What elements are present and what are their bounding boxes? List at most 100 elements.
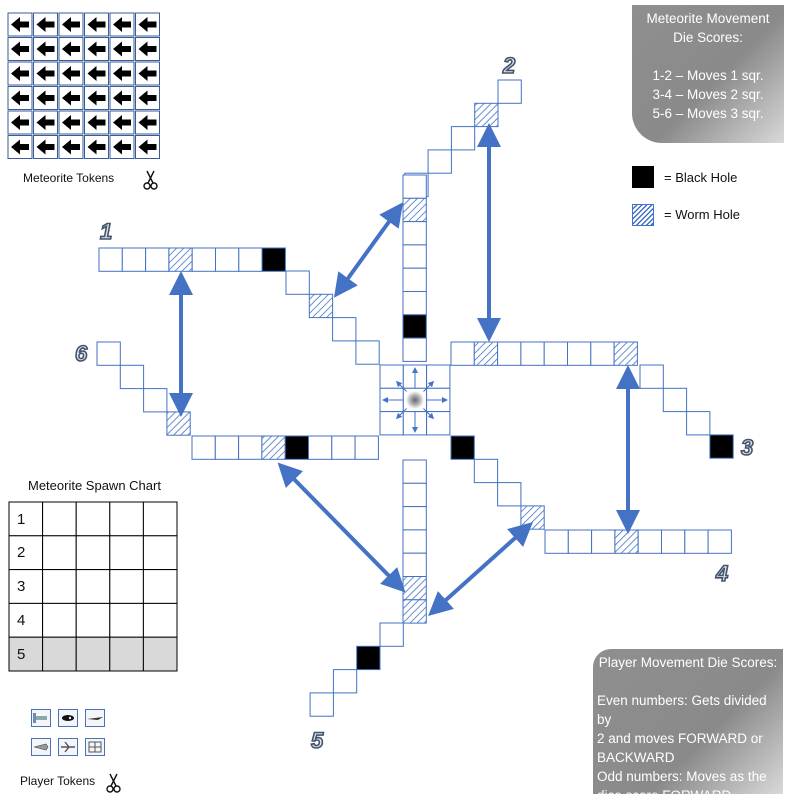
- spawn-chart-cell: [142, 602, 178, 638]
- worm-hole-link-arrow: [277, 462, 406, 593]
- board-square: [119, 364, 145, 390]
- left-arrow-icon: [113, 41, 131, 57]
- spaceship-icon: [85, 709, 105, 727]
- worm-hole-square: [614, 529, 639, 554]
- spawn-direction-arrow: [395, 408, 407, 420]
- path-number-5: 5: [310, 727, 324, 754]
- left-arrow-icon: [138, 90, 157, 106]
- board-square: [520, 341, 545, 366]
- board-square: [543, 341, 569, 366]
- spawn-chart-cell: [109, 569, 144, 604]
- left-arrow-icon: [36, 17, 55, 32]
- left-arrow-icon: [11, 41, 29, 57]
- left-arrow-icon: [62, 17, 80, 32]
- left-arrow-icon: [11, 66, 29, 81]
- spawn-chart-cell: [42, 569, 77, 604]
- black-hole-swatch: [632, 166, 654, 188]
- board-square: [331, 435, 356, 460]
- scissors-icon: [143, 182, 151, 190]
- board-square: [662, 387, 688, 413]
- left-arrow-icon: [36, 90, 55, 106]
- spawn-chart-cell: [142, 501, 178, 537]
- path-number-3: 3: [740, 434, 754, 461]
- player-movement-panel: Player Movement Die Scores: Even numbers…: [593, 649, 783, 803]
- meteorite-movement-panel: Meteorite Movement Die Scores: 1-2 – Mov…: [632, 5, 784, 143]
- spawn-chart-cell: [8, 501, 44, 537]
- left-arrow-icon: [11, 115, 29, 130]
- left-arrow-icon: [87, 41, 106, 57]
- board-square: [354, 435, 379, 460]
- spawn-chart-cell: [109, 602, 144, 638]
- spawn-direction-arrow: [395, 380, 407, 392]
- board-square: [96, 341, 121, 366]
- board-square: [402, 482, 427, 508]
- board-square: [98, 247, 123, 272]
- board-square: [661, 529, 686, 554]
- spawn-chart-cell: [8, 602, 44, 638]
- board-square: [402, 174, 427, 199]
- left-arrow-icon: [87, 90, 106, 106]
- board-square: [191, 435, 216, 460]
- left-arrow-icon: [62, 41, 80, 57]
- left-arrow-icon: [113, 17, 131, 32]
- black-hole-square: [284, 435, 310, 460]
- worm-hole-square: [474, 102, 499, 128]
- spawn-chart-cell: [109, 535, 144, 571]
- board-square: [191, 247, 216, 272]
- player-rule-3: BACKWARD: [597, 750, 675, 765]
- left-arrow-icon: [87, 17, 106, 32]
- left-arrow-icon: [11, 90, 29, 106]
- scissors-icon: [150, 182, 158, 190]
- board-square: [497, 341, 522, 366]
- board-square: [402, 291, 427, 316]
- scissors-icon: [109, 773, 117, 787]
- scissors-icon: [147, 170, 155, 184]
- worm-hole-square: [168, 247, 193, 272]
- left-arrow-icon: [113, 90, 131, 106]
- shuttle-icon: [31, 738, 51, 756]
- board-square: [402, 244, 427, 269]
- board-square: [590, 341, 615, 366]
- spawn-row-4: 4: [17, 612, 26, 629]
- left-arrow-icon: [62, 90, 80, 106]
- path-number-6: 6: [74, 340, 88, 367]
- board-square: [285, 270, 310, 295]
- left-arrow-icon: [113, 139, 131, 155]
- board-square: [591, 529, 616, 554]
- black-hole-square: [709, 434, 734, 459]
- spawn-chart-cell: [75, 501, 111, 537]
- black-hole-square: [450, 435, 475, 460]
- meteorite-tokens-label: Meteorite Tokens: [23, 171, 115, 185]
- board-square: [684, 529, 709, 554]
- board-square: [402, 267, 427, 293]
- black-hole-square: [402, 314, 427, 339]
- meteorite-rule-3: 5-6 – Moves 3 sqr.: [652, 106, 764, 121]
- scissors-icon: [106, 785, 114, 793]
- left-arrow-icon: [113, 115, 131, 130]
- left-arrow-icon: [36, 139, 55, 155]
- left-arrow-icon: [138, 17, 157, 32]
- meteorite-panel-title-1: Meteorite Movement: [646, 11, 770, 26]
- board-square: [686, 411, 711, 436]
- scissors-icons: [106, 170, 158, 793]
- scissors-icon: [146, 170, 154, 184]
- left-arrow-icon: [138, 139, 157, 155]
- board-square: [450, 341, 475, 366]
- meteorite-panel-title-2: Die Scores:: [673, 30, 743, 45]
- board-square: [402, 506, 427, 531]
- board-square: [567, 529, 593, 554]
- left-arrow-icon: [62, 139, 80, 155]
- spawn-direction-arrow: [423, 408, 435, 420]
- spawn-chart-cell: [8, 636, 44, 672]
- spawn-chart-cell: [42, 501, 77, 537]
- worm-hole-swatch: [632, 204, 654, 226]
- spawn-chart-title: Meteorite Spawn Chart: [28, 478, 161, 493]
- meteorite-token-grid: [7, 12, 160, 159]
- worm-hole-square: [166, 411, 191, 436]
- spawn-chart-cell: [75, 602, 111, 638]
- spawn-chart-cell: [42, 636, 77, 672]
- board-square: [497, 482, 522, 507]
- spawn-row-2: 2: [17, 544, 26, 561]
- scissors-icon: [110, 773, 118, 787]
- worm-hole-link-arrow: [428, 521, 533, 617]
